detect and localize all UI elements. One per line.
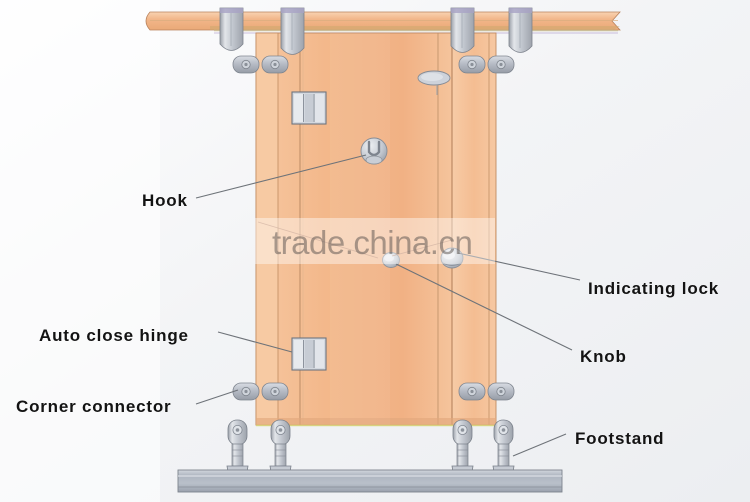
corner-connector bbox=[261, 55, 289, 74]
corner-connector bbox=[458, 382, 486, 401]
rail-hanger bbox=[450, 7, 475, 53]
rail-hanger bbox=[219, 7, 244, 51]
panel-guide-lines bbox=[257, 221, 453, 259]
corner-connector bbox=[232, 382, 260, 401]
label-indicating-lock: Indicating lock bbox=[588, 279, 720, 298]
label-footstand: Footstand bbox=[575, 429, 665, 448]
label-hook: Hook bbox=[142, 191, 188, 210]
leader-lines bbox=[195, 154, 581, 457]
auto-close-hinge-lower bbox=[291, 337, 327, 371]
leader-indicating-lock bbox=[457, 252, 581, 281]
label-auto-close-hinge: Auto close hinge bbox=[39, 326, 189, 345]
leader-auto-close-hinge bbox=[217, 331, 293, 353]
leader-footstand bbox=[512, 433, 567, 457]
corner-connector-group-bottom bbox=[232, 382, 515, 401]
hook-fitting bbox=[360, 137, 388, 165]
label-knob: Knob bbox=[580, 347, 627, 366]
auto-close-hinge-upper bbox=[291, 91, 327, 125]
leader-hook bbox=[195, 154, 367, 199]
rail-hanger bbox=[280, 7, 305, 55]
corner-connector bbox=[487, 382, 515, 401]
leader-knob bbox=[395, 263, 573, 351]
corner-connector bbox=[487, 55, 515, 74]
label-corner-connector: Corner connector bbox=[16, 397, 172, 416]
rail-hanger-group bbox=[219, 7, 533, 55]
rail-hanger bbox=[508, 7, 533, 53]
oval-plate bbox=[417, 70, 451, 95]
corner-connector bbox=[232, 55, 260, 74]
leader-corner-connector bbox=[195, 389, 239, 405]
door-panel-group bbox=[255, 32, 497, 427]
corner-connector bbox=[261, 382, 289, 401]
corner-connector-group-top bbox=[232, 55, 515, 74]
corner-connector bbox=[458, 55, 486, 74]
knob-fitting bbox=[382, 252, 400, 268]
top-rail-group bbox=[145, 11, 621, 34]
footstand-group bbox=[226, 419, 515, 479]
indicating-lock-fitting bbox=[440, 247, 464, 269]
floor-base-bar bbox=[177, 469, 563, 493]
